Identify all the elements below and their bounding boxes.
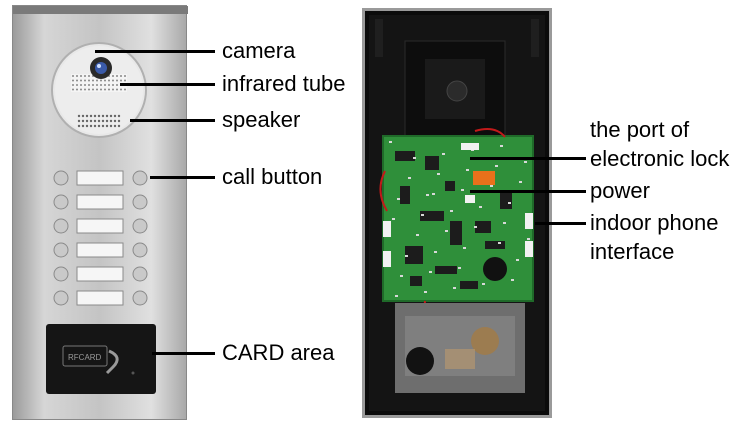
call-button-left (53, 290, 69, 306)
card-reader-area (46, 324, 156, 394)
infrared-tube-label: infrared tube (222, 71, 346, 96)
electronic-lock-relay (473, 171, 495, 185)
speaker-label: speaker (222, 107, 301, 132)
hand-card-icon (105, 349, 119, 375)
camera-lens-glass (95, 62, 107, 74)
red-wire (379, 170, 388, 212)
card-area-label: CARD area (222, 340, 335, 365)
indoor-phone-leader-line (535, 222, 586, 225)
panel-top-edge (13, 6, 188, 14)
speaker-holes (77, 114, 121, 128)
power-leader-line (470, 190, 586, 193)
call-button-left (53, 242, 69, 258)
infrared-tube-grid (71, 74, 127, 92)
call-button-right (132, 194, 148, 210)
buzzer (483, 257, 507, 281)
camera-label: camera (222, 38, 296, 63)
indoor-phone-connector (525, 213, 533, 229)
name-plate (76, 290, 124, 306)
lock-port-connector (461, 143, 479, 150)
name-plate (76, 218, 124, 234)
lock-port-leader-line (470, 157, 586, 160)
pcb-components (389, 141, 530, 297)
call-button-left (53, 218, 69, 234)
call-button-right (132, 170, 148, 186)
call-button-right (132, 218, 148, 234)
speaker-leader-line (130, 119, 215, 122)
back-panel-art (369, 15, 545, 411)
card-area-leader-line (152, 352, 215, 355)
power-label: power (590, 178, 650, 203)
call-button-left (53, 266, 69, 282)
name-plate (76, 242, 124, 258)
call-button-left (53, 194, 69, 210)
call-button-left (53, 170, 69, 186)
camera-leader-line (95, 50, 215, 53)
front-panel: RFCARD (12, 5, 188, 420)
lock-port-label-line1: the port of (590, 117, 690, 142)
name-plate (76, 194, 124, 210)
card-reader-text: RFCARD (68, 353, 102, 362)
lock-port-label-line2: electronic lock (590, 146, 730, 171)
power-connector (465, 195, 475, 203)
back-panel (362, 8, 552, 418)
indoor-phone-label-line2: interface (590, 239, 675, 264)
name-plate (76, 170, 124, 186)
call-button-right (132, 290, 148, 306)
infrared-leader-line (120, 83, 215, 86)
call-button-leader-line (150, 176, 215, 179)
front-panel-art: RFCARD (13, 6, 188, 394)
name-plate (76, 266, 124, 282)
call-button-right (132, 242, 148, 258)
call-button-label: call button (222, 164, 323, 189)
indoor-phone-label-line1: indoor phone (590, 210, 719, 235)
call-button-right (132, 266, 148, 282)
call-button-grid (53, 170, 148, 306)
